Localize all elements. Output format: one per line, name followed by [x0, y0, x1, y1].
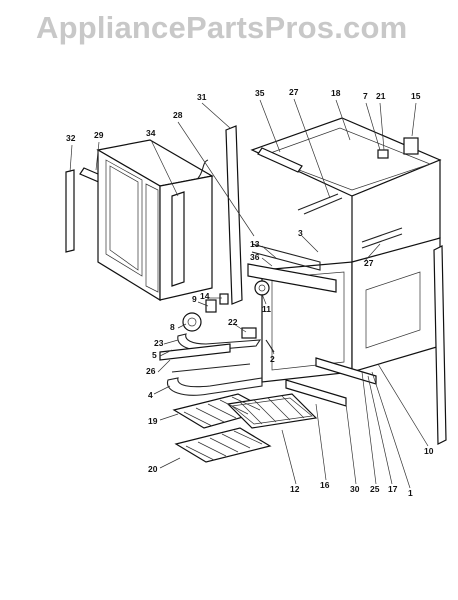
callout-27: 27 [289, 87, 299, 97]
callout-27-lower: 27 [364, 258, 374, 268]
callout-29: 29 [94, 130, 104, 140]
callout-11: 11 [262, 304, 271, 314]
callout-19: 19 [148, 416, 158, 426]
callout-10: 10 [424, 446, 434, 456]
callout-15: 15 [411, 91, 421, 101]
callout-12: 12 [290, 484, 300, 494]
callout-14: 14 [200, 291, 210, 301]
callout-4: 4 [148, 390, 153, 400]
callout-36: 36 [250, 252, 260, 262]
callout-13: 13 [250, 239, 260, 249]
callout-18: 18 [331, 88, 341, 98]
callout-20: 20 [148, 464, 158, 474]
callout-2: 2 [270, 354, 275, 364]
callout-28: 28 [173, 110, 183, 120]
callout-7: 7 [363, 91, 368, 101]
oven-cavity-assembly [247, 117, 447, 445]
leader-lines [69, 98, 429, 489]
callout-1: 1 [408, 488, 413, 498]
callout-26: 26 [146, 366, 156, 376]
oven-racks [172, 357, 377, 463]
callout-9: 9 [192, 294, 197, 304]
callout-3: 3 [298, 228, 303, 238]
callout-17: 17 [388, 484, 398, 494]
callout-34: 34 [146, 128, 156, 138]
side-rail-31 [225, 125, 243, 305]
small-parts [182, 293, 275, 353]
callout-32: 32 [66, 133, 76, 143]
callout-31: 31 [197, 92, 207, 102]
heating-elements [159, 333, 263, 396]
callout-22: 22 [228, 317, 238, 327]
callout-23: 23 [154, 338, 164, 348]
callout-labels: 32 29 34 31 28 35 27 18 7 21 15 3 13 36 … [66, 87, 434, 498]
callout-30: 30 [350, 484, 360, 494]
watermark-logo: AppliancePartsPros.com [36, 10, 408, 45]
callout-35: 35 [255, 88, 265, 98]
callout-21: 21 [376, 91, 386, 101]
microwave-assembly [65, 139, 214, 302]
callout-25: 25 [370, 484, 380, 494]
callout-16: 16 [320, 480, 330, 490]
callout-5: 5 [152, 350, 157, 360]
callout-8: 8 [170, 322, 175, 332]
